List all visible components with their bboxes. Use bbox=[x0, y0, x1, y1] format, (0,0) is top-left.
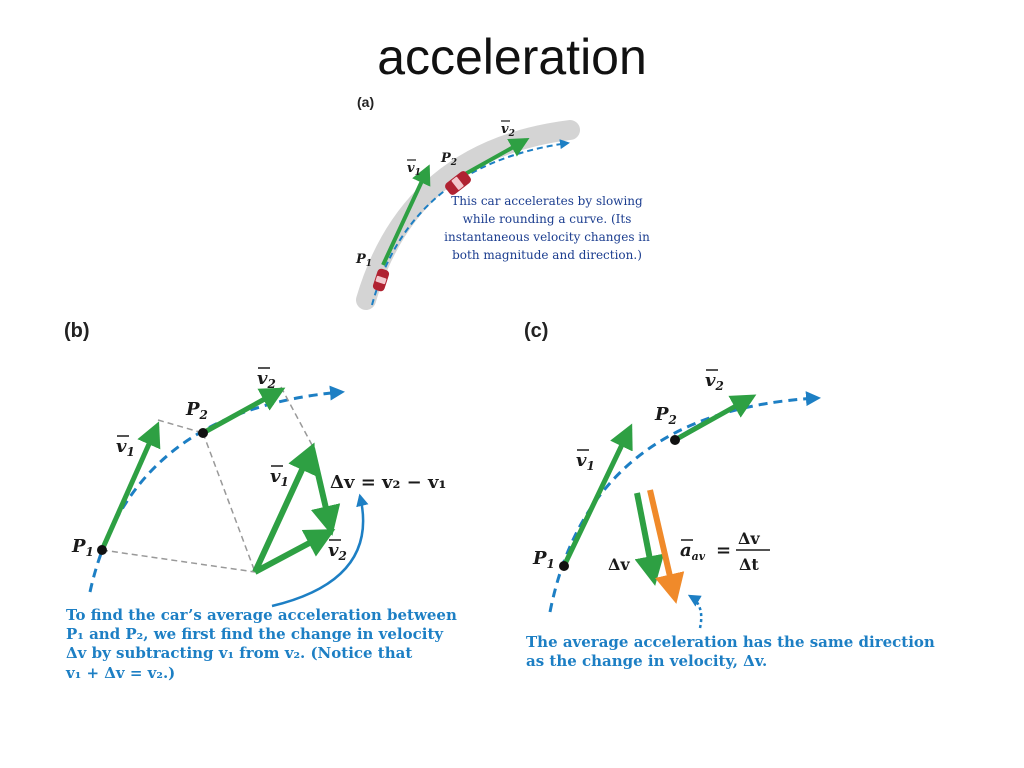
v1-label: v1 bbox=[576, 450, 595, 473]
equals-sign: = bbox=[716, 540, 731, 561]
p2-point bbox=[670, 435, 680, 445]
v1-label: v1 bbox=[116, 436, 135, 459]
velocity-arrow-v2 bbox=[201, 387, 286, 436]
velocity-arrow-v1 bbox=[381, 164, 431, 266]
average-acceleration-arrow bbox=[647, 489, 685, 604]
v2-label: v2 bbox=[257, 368, 276, 391]
velocity-arrow-v1 bbox=[561, 423, 633, 568]
a-av-label: aav bbox=[680, 540, 706, 563]
p1-label: P1 bbox=[71, 536, 94, 559]
fraction-denominator: Δt bbox=[739, 555, 759, 574]
delta-v-label: Δv bbox=[608, 555, 630, 574]
guide-line bbox=[157, 419, 204, 434]
panel-c-label: (c) bbox=[524, 320, 549, 342]
triangle-v2-label: v2 bbox=[328, 540, 347, 563]
callout-arrow bbox=[271, 493, 369, 608]
callout-arrow bbox=[687, 594, 703, 629]
guide-line bbox=[202, 432, 256, 573]
panel-b-diagram: P1 P2 v1 v2 v1 v2 Δv = v₂ − v₁ bbox=[71, 367, 446, 608]
panel-b-label: (b) bbox=[64, 320, 90, 342]
guide-line bbox=[280, 386, 313, 446]
triangle-v1-arrow bbox=[252, 442, 316, 574]
triangle-v1-label: v1 bbox=[270, 466, 289, 489]
p2-label: P2 bbox=[185, 399, 208, 422]
v2-label: v2 bbox=[501, 122, 515, 139]
panel-c-diagram: P1 P2 v1 v2 Δv aav = Δv Δt bbox=[532, 369, 821, 629]
velocity-arrow-v1 bbox=[99, 421, 161, 552]
v1-label: v1 bbox=[407, 161, 421, 178]
panel-a-label: (a) bbox=[357, 94, 375, 110]
delta-v-arrow bbox=[634, 492, 665, 586]
p1-point bbox=[97, 545, 107, 555]
car-icon bbox=[445, 171, 471, 195]
fraction-numerator: Δv bbox=[738, 529, 760, 548]
triangle-v2-arrow bbox=[253, 529, 336, 575]
guide-line bbox=[101, 549, 256, 573]
velocity-arrow-v2 bbox=[457, 138, 530, 180]
v2-label: v2 bbox=[705, 370, 724, 393]
path-curve bbox=[548, 391, 821, 613]
panel-a-diagram: P1 P2 v1 v2 bbox=[355, 120, 580, 310]
car-icon bbox=[372, 268, 390, 292]
delta-v-equation: Δv = v₂ − v₁ bbox=[330, 472, 446, 493]
slide-title: acceleration bbox=[377, 29, 647, 85]
panel-c-caption: The average acceleration has the same di… bbox=[526, 633, 935, 671]
p1-label: P1 bbox=[532, 548, 555, 571]
velocity-arrow-v2 bbox=[673, 394, 757, 443]
road-shadow bbox=[356, 120, 580, 310]
p2-point bbox=[198, 428, 208, 438]
panel-b-caption: To find the car’s average acceleration b… bbox=[66, 606, 457, 682]
delta-v-arrow bbox=[309, 447, 341, 536]
p1-label: P1 bbox=[355, 252, 372, 269]
p2-label: P2 bbox=[440, 151, 457, 168]
panel-a-caption: This car accelerates by slowing while ro… bbox=[444, 194, 650, 262]
p1-point bbox=[559, 561, 569, 571]
p2-label: P2 bbox=[654, 404, 677, 427]
